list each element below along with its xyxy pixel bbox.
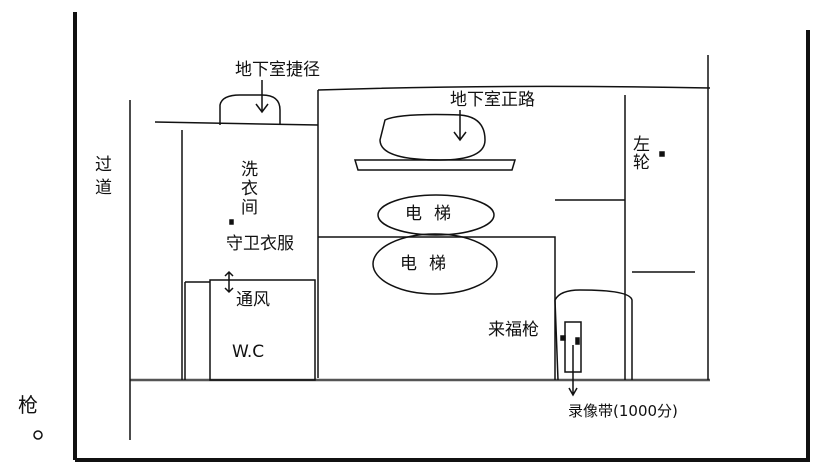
shortcut-hatch [219, 94, 281, 125]
label-elevator-lower: 电梯 [400, 254, 458, 274]
label-elevator-upper: 电梯 [405, 204, 463, 224]
label-guard-uniform: 守卫衣服 [226, 234, 294, 254]
label-laundry-room: 洗衣间 [237, 160, 257, 217]
elevator-upper [377, 194, 495, 236]
label-basement-shortcut: 地下室捷径 [235, 60, 320, 80]
basement-entrance [379, 113, 486, 161]
label-gun: 枪 [18, 393, 38, 417]
rifle-room [554, 289, 633, 381]
gun-marker [33, 430, 43, 440]
label-wc: W.C [232, 342, 265, 362]
label-corridor: 过道 [91, 155, 111, 201]
label-videotape: 录像带(1000分) [568, 402, 678, 420]
label-basement-main-route: 地下室正路 [450, 90, 535, 110]
label-revolver: 左轮 [629, 135, 649, 171]
elevator-lower [372, 233, 498, 295]
label-rifle: 来福枪 [488, 320, 539, 340]
label-ventilation: 通风 [236, 290, 270, 310]
wc-room [209, 279, 316, 381]
